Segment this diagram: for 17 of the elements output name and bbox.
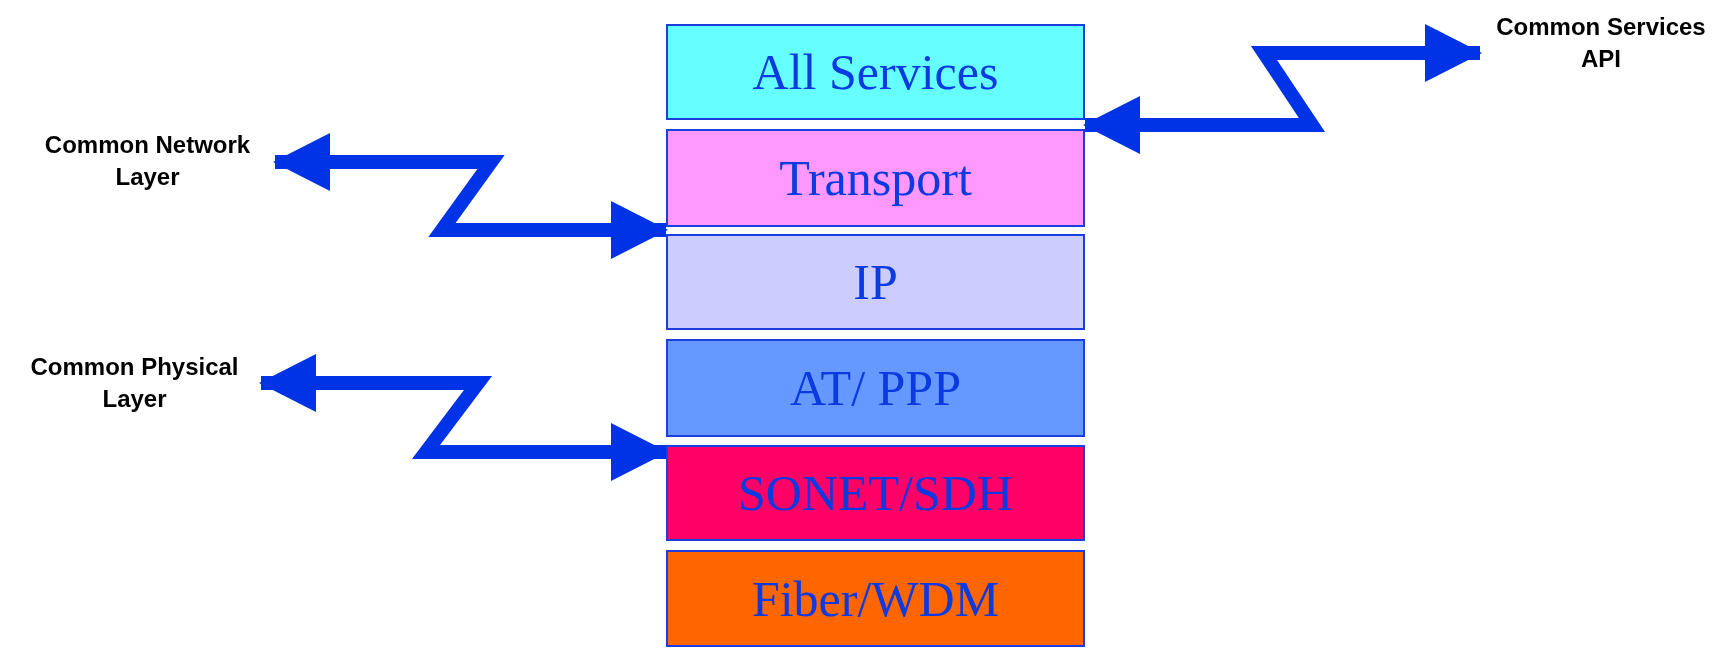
layer-label: All Services bbox=[752, 47, 999, 97]
interface-label: Common Network Layer bbox=[43, 130, 252, 192]
layer-label: SONET/SDH bbox=[738, 468, 1013, 518]
layer-box bbox=[666, 129, 1085, 227]
double-arrow bbox=[1083, 24, 1482, 154]
layer-box bbox=[666, 234, 1085, 330]
layer-box bbox=[666, 445, 1085, 541]
interface-label: Common Services API bbox=[1495, 12, 1707, 74]
layer-label: AT/ PPP bbox=[790, 363, 961, 413]
interface-label: Common Physical Layer bbox=[29, 352, 240, 414]
double-arrow bbox=[273, 133, 668, 259]
layer-label: IP bbox=[853, 257, 898, 307]
layer-label: Fiber/WDM bbox=[751, 573, 1000, 624]
layer-box bbox=[666, 24, 1085, 120]
layer-box bbox=[666, 550, 1085, 647]
double-arrow bbox=[259, 354, 668, 481]
layer-box bbox=[666, 339, 1085, 437]
